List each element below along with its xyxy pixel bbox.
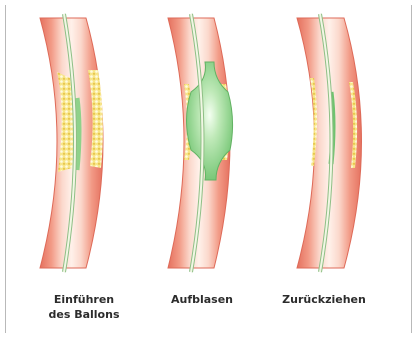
caption-withdraw: Zurückziehen [269, 292, 379, 307]
caption-withdraw-line1: Zurückziehen [269, 292, 379, 307]
panel-inflate [168, 14, 233, 272]
caption-insert: Einführen des Ballons [29, 292, 139, 322]
caption-inflate: Aufblasen [147, 292, 257, 307]
caption-insert-line1: Einführen [29, 292, 139, 307]
caption-insert-line2: des Ballons [29, 307, 139, 322]
deflated-balloon [77, 98, 79, 170]
caption-inflate-line1: Aufblasen [147, 292, 257, 307]
panel-insert [40, 14, 103, 272]
vessel-wall [297, 18, 362, 268]
panel-withdraw [297, 14, 362, 272]
